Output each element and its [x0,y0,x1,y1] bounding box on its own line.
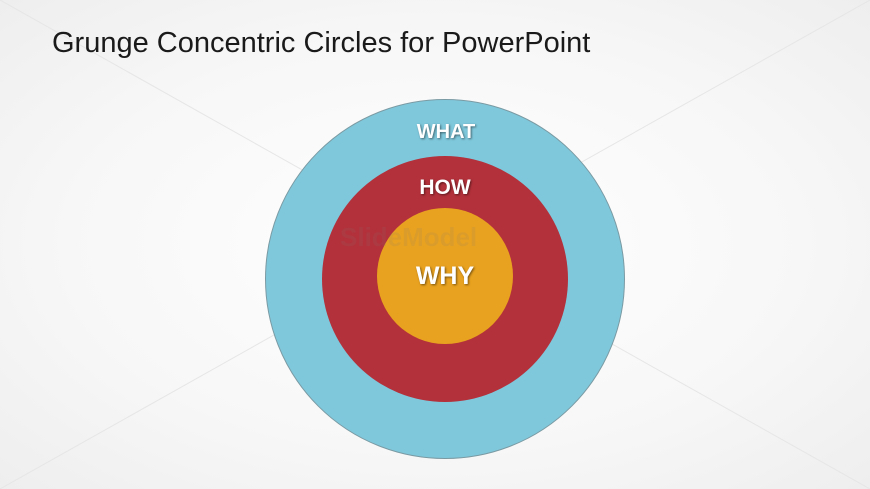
inner-circle-why [377,208,513,344]
label-how: HOW [419,176,471,199]
slide-title: Grunge Concentric Circles for PowerPoint [52,27,591,59]
watermark: SlideModel [340,222,478,252]
label-what: WHAT [416,121,476,143]
label-why: WHY [415,262,475,290]
